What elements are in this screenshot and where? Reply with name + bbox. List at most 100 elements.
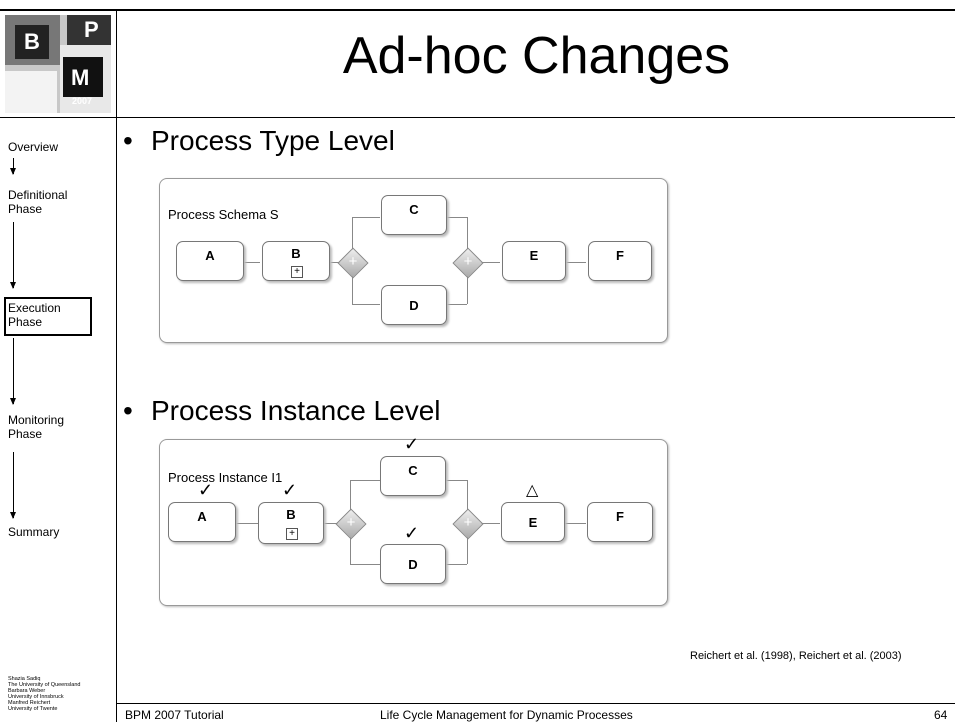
flow-connector — [244, 262, 260, 263]
flow-connector — [564, 523, 586, 524]
gateway-plus-icon: + — [463, 514, 473, 531]
task-label: F — [616, 248, 624, 263]
flow-connector — [445, 480, 467, 481]
flow-connector — [467, 275, 468, 304]
flow-connector — [324, 523, 338, 524]
task-label: C — [408, 463, 418, 478]
task-c: C — [380, 456, 446, 496]
flow-connector — [447, 304, 467, 305]
task-label: C — [409, 202, 419, 217]
flow-connector — [350, 480, 351, 512]
bullet-dot: • — [123, 125, 133, 156]
task-b: B + — [258, 502, 324, 544]
task-e: E — [502, 241, 566, 281]
task-d: D — [381, 285, 447, 325]
flow-connector — [467, 536, 468, 564]
logo-block — [5, 71, 57, 113]
logo-block — [63, 57, 103, 97]
logo-block — [67, 15, 111, 45]
task-a: A — [176, 241, 244, 281]
task-label: D — [408, 557, 418, 572]
current-phase-box — [4, 297, 92, 336]
flow-connector — [350, 536, 351, 564]
subprocess-icon: + — [291, 266, 303, 278]
task-d: D — [380, 544, 446, 584]
credit-line: The University of Queensland — [8, 682, 81, 688]
task-e: E — [501, 502, 565, 542]
author-credits: Shazia Sadiq The University of Queenslan… — [8, 676, 113, 712]
nav-monitoring-phase[interactable]: Monitoring Phase — [8, 413, 65, 441]
process-schema-diagram: Process Schema S A B + C D E F + + — [159, 178, 668, 343]
task-c: C — [381, 195, 447, 235]
flow-connector — [566, 262, 586, 263]
logo-block — [15, 25, 49, 59]
gateway-plus-icon: + — [348, 253, 358, 270]
process-instance-diagram: Process Instance I1 A B + C D E F + + ✓ … — [159, 434, 668, 606]
gateway-plus-icon: + — [346, 514, 356, 531]
flow-connector — [350, 480, 380, 481]
footer-left: BPM 2007 Tutorial — [125, 708, 224, 722]
slide-title: Ad-hoc Changes — [342, 27, 731, 85]
flow-connector — [447, 217, 467, 218]
task-label: A — [205, 248, 215, 263]
logo-letter-b: B — [24, 29, 40, 54]
task-f: F — [588, 241, 652, 281]
task-label: A — [197, 509, 207, 524]
subprocess-icon: + — [286, 528, 298, 540]
footer-divider — [116, 703, 955, 704]
nav-summary[interactable]: Summary — [8, 525, 60, 539]
bullet-dot: • — [123, 395, 133, 426]
task-b: B + — [262, 241, 330, 281]
flow-connector — [445, 564, 467, 565]
nav-arrow — [10, 338, 16, 405]
reference-citation: Reichert et al. (1998), Reichert et al. … — [690, 650, 902, 662]
bullet-text: Process Instance Level — [151, 395, 441, 426]
logo-letter-m: M — [71, 65, 90, 90]
bullet-text: Process Type Level — [151, 125, 395, 156]
header-divider — [0, 117, 955, 118]
nav-arrow — [10, 158, 16, 175]
footer-center: Life Cycle Management for Dynamic Proces… — [380, 708, 633, 722]
flow-connector — [352, 275, 353, 304]
gateway-plus-icon: + — [463, 253, 473, 270]
credit-line: Manfred Reichert — [8, 700, 51, 706]
credit-line: University of Innsbruck — [8, 694, 64, 700]
task-label: B — [291, 246, 301, 261]
nav-definitional-phase[interactable]: Definitional Phase — [8, 188, 68, 216]
completed-check-icon: ✓ — [198, 480, 214, 500]
flow-connector — [478, 523, 500, 524]
task-f: F — [587, 502, 653, 542]
completed-check-icon: ✓ — [404, 434, 420, 454]
flow-connector — [352, 304, 380, 305]
task-a: A — [168, 502, 236, 542]
diagram-label: Process Instance I1 — [168, 470, 283, 485]
flow-connector — [352, 217, 380, 218]
top-border — [0, 9, 955, 11]
bpm-logo: B P M 2007 — [5, 15, 111, 113]
completed-check-icon: ✓ — [404, 523, 420, 543]
credit-line: Shazia Sadiq — [8, 676, 41, 682]
flow-connector — [478, 262, 500, 263]
nav-overview[interactable]: Overview — [8, 140, 59, 154]
bullet-item: • Process Instance Level — [123, 395, 441, 427]
task-label: E — [529, 248, 539, 263]
flow-connector — [352, 217, 353, 251]
diagram-label: Process Schema S — [168, 207, 279, 222]
credit-line: Barbara Weber — [8, 688, 46, 694]
sidebar-divider — [116, 9, 117, 722]
activated-triangle-icon: △ — [526, 482, 539, 499]
task-label: F — [616, 509, 624, 524]
bullet-item: • Process Type Level — [123, 125, 395, 157]
nav-execution-phase[interactable]: Execution Phase — [8, 301, 61, 329]
flow-connector — [236, 523, 258, 524]
logo-year: 2007 — [72, 96, 93, 106]
flow-connector — [350, 564, 380, 565]
flow-connector — [467, 480, 468, 510]
flow-connector — [330, 262, 340, 263]
task-label: D — [409, 298, 419, 313]
logo-letter-p: P — [84, 17, 99, 42]
flow-connector — [467, 217, 468, 249]
nav-arrow — [10, 222, 16, 289]
task-label: B — [286, 507, 296, 522]
task-label: E — [528, 515, 538, 530]
